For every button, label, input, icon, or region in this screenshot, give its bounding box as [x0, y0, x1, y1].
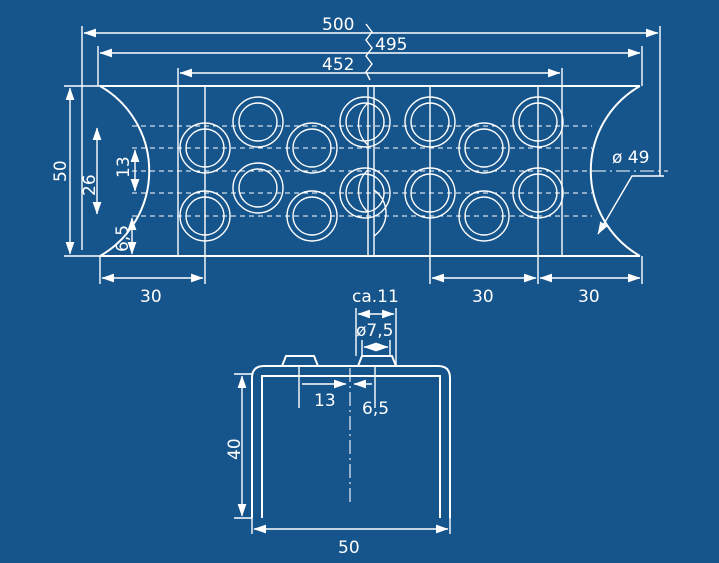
- label-dia-49: ø 49: [612, 148, 649, 168]
- label-30-left: 30: [140, 287, 162, 307]
- label-50-height: 50: [51, 160, 71, 182]
- hole: [286, 190, 338, 242]
- label-dia-7-5: ø7,5: [356, 321, 393, 341]
- label-50-width: 50: [338, 538, 360, 558]
- hole: [286, 122, 338, 174]
- hole: [404, 167, 456, 219]
- label-ca11: ca.11: [352, 287, 399, 307]
- collar-right: [357, 355, 397, 367]
- label-6-5: 6,5: [113, 225, 133, 252]
- joint-half-hole-mid: [357, 169, 369, 213]
- hole: [339, 96, 391, 148]
- hole: [232, 96, 284, 148]
- joint-half-hole-bottom: [373, 189, 387, 237]
- plan-view: 500 495 452 ø 49 30 30 30 50 26 13 6,5: [51, 15, 668, 307]
- joint-half-hole-top: [357, 102, 369, 146]
- profile-inner: [261, 375, 441, 518]
- holes: [179, 96, 564, 242]
- label-13-section: 13: [314, 391, 336, 411]
- label-26: 26: [80, 174, 100, 196]
- break-mark: [365, 23, 373, 81]
- hole: [512, 167, 564, 219]
- hole: [232, 162, 284, 214]
- label-40: 40: [225, 438, 245, 460]
- label-500: 500: [322, 15, 354, 35]
- profile-outer: [251, 365, 451, 518]
- hole: [512, 96, 564, 148]
- hole: [179, 122, 231, 174]
- left-end-cutout: [99, 85, 151, 257]
- label-6-5-section: 6,5: [362, 399, 389, 419]
- dia-49-leader: [597, 175, 664, 235]
- label-452: 452: [322, 55, 354, 75]
- collar-left: [281, 355, 319, 367]
- label-30-right: 30: [578, 287, 600, 307]
- label-30-mid: 30: [472, 287, 494, 307]
- hole: [458, 190, 510, 242]
- section-view: ca.11 ø7,5 13 6,5 40 50: [225, 287, 451, 558]
- hole: [458, 122, 510, 174]
- hole: [179, 190, 231, 242]
- hole: [404, 96, 456, 148]
- label-495: 495: [375, 35, 407, 55]
- hole: [339, 167, 391, 219]
- label-13: 13: [114, 156, 134, 178]
- right-end-cutout: [589, 85, 641, 257]
